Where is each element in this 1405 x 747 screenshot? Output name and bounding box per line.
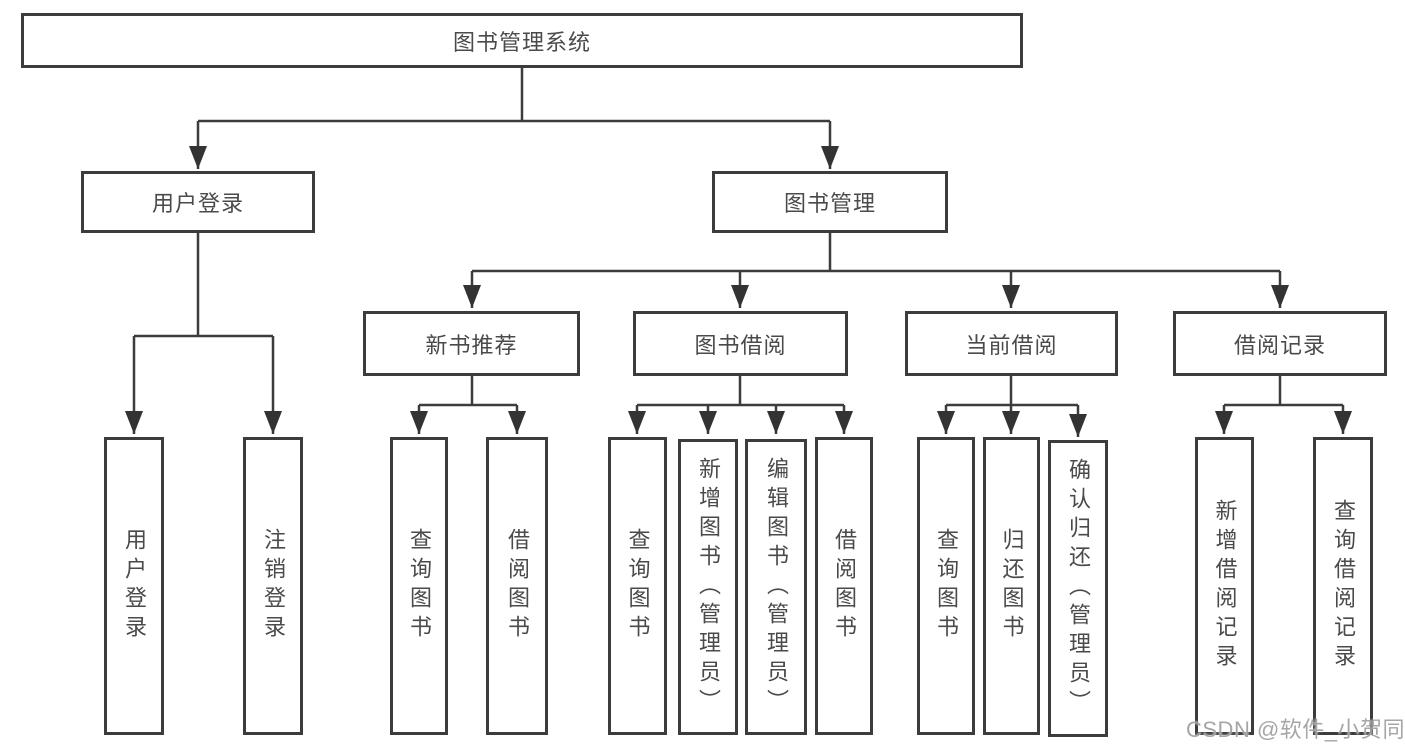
node-label: 借阅记录 [1233,332,1326,358]
node-label: 新书推荐 [425,332,518,358]
node-label: 新增图书（管理员） [696,456,721,718]
leaf-query-borrow-record: 查询借阅记录 [1313,437,1373,735]
leaf-return-books: 归还图书 [983,437,1040,735]
leaf-edit-book-admin: 编辑图书（管理员） [745,439,807,735]
leaf-query-books-3: 查询图书 [917,437,975,735]
node-label: 图书管理系统 [452,29,591,55]
node-label: 确认归还（管理员） [1066,458,1091,719]
node-borrow-records: 借阅记录 [1173,311,1387,376]
connector-borrow-records [1215,376,1352,434]
node-label: 注销登录 [261,528,286,644]
node-book-borrow: 图书借阅 [633,311,848,376]
node-label: 用户登录 [122,528,147,644]
node-book-management: 图书管理 [712,171,948,233]
node-user-login: 用户登录 [81,171,315,233]
node-label: 当前借阅 [965,332,1058,358]
node-label: 查询借阅记录 [1331,499,1356,673]
leaf-add-borrow-record: 新增借阅记录 [1195,437,1254,735]
leaf-query-books-2: 查询图书 [608,437,667,735]
node-current-borrow: 当前借阅 [905,311,1118,376]
connector-book-borrow [628,376,853,434]
connector-user-login [125,233,282,434]
node-label: 图书借阅 [694,332,787,358]
node-label: 用户登录 [151,191,244,216]
node-new-book-recommend: 新书推荐 [363,311,580,376]
node-label: 新增借阅记录 [1212,499,1238,673]
node-root-library-system: 图书管理系统 [21,13,1023,68]
leaf-add-book-admin: 新增图书（管理员） [678,439,738,735]
node-label: 借阅图书 [505,528,530,644]
node-label: 查询图书 [934,528,959,644]
node-label: 编辑图书（管理员） [764,456,789,718]
leaf-borrow-books-2: 借阅图书 [815,437,873,735]
csdn-watermark: CSDN @软件_小贺同学 [1186,717,1405,742]
leaf-user-login: 用户登录 [104,437,164,735]
node-label: 借阅图书 [832,528,857,644]
node-label: 查询图书 [625,528,651,644]
connector-book-management [463,233,1289,308]
node-label: 查询图书 [407,528,432,644]
leaf-query-books-1: 查询图书 [390,437,448,735]
connector-new-book [410,376,526,434]
leaf-logout: 注销登录 [243,437,303,735]
node-label: 图书管理 [783,191,876,216]
connector-root [189,68,839,169]
connector-current-borrow [937,376,1087,437]
node-label: 归还图书 [999,528,1025,644]
leaf-confirm-return-admin: 确认归还（管理员） [1048,440,1108,737]
leaf-borrow-books-1: 借阅图书 [486,437,548,735]
